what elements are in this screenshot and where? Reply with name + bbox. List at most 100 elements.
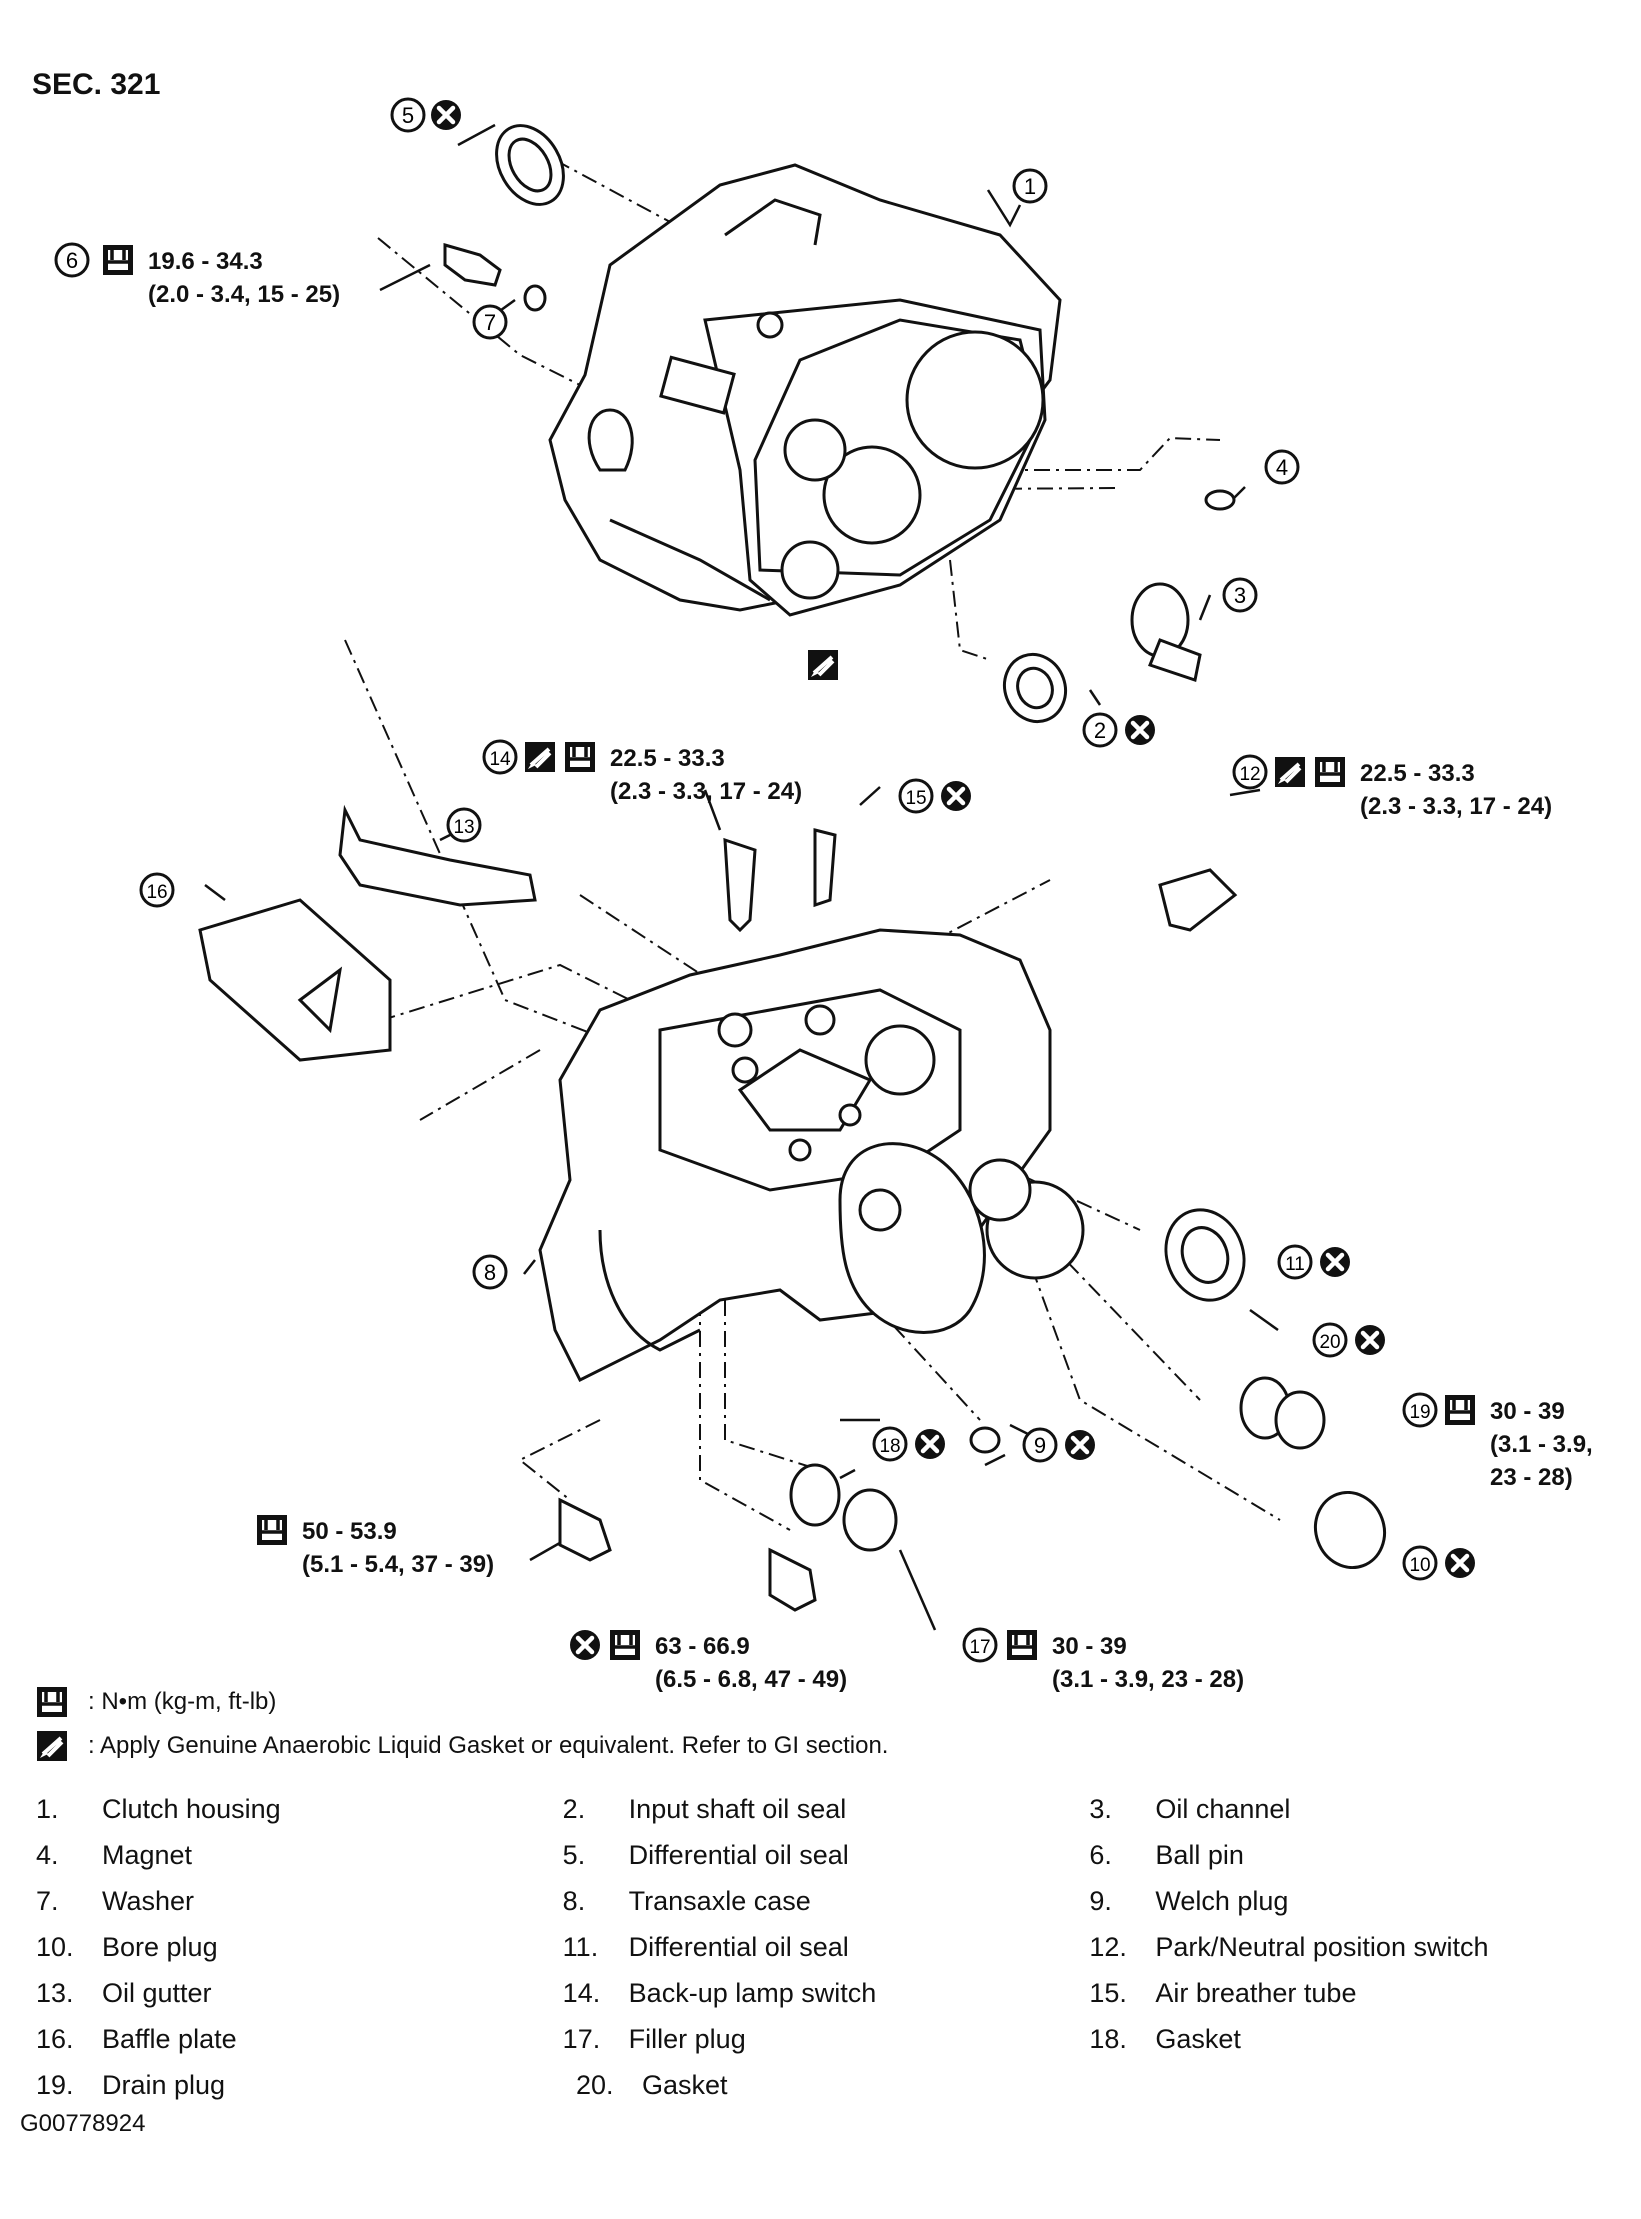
parts-list: 1.Clutch housing 2.Input shaft oil seal … [36, 1786, 1616, 2108]
torque-wrench-icon [1005, 1628, 1039, 1662]
callout-13: 13 [453, 817, 474, 838]
do-not-reuse-icon [1355, 1325, 1385, 1355]
do-not-reuse-icon [1320, 1247, 1350, 1277]
part-9-welch-plug [969, 1426, 1001, 1454]
list-item: 13.Oil gutter [36, 1977, 212, 2008]
torque-bolt-mid-nm: 63 - 66.9 [655, 1633, 750, 1660]
callout-19: 19 [1409, 1402, 1430, 1423]
callout-10: 10 [1409, 1555, 1430, 1576]
bolt-left [558, 1497, 612, 1562]
torque-specs: 19.6 - 34.3 (2.0 - 3.4, 15 - 25) 22.5 - … [148, 248, 1593, 1693]
do-not-reuse-icon [431, 100, 461, 130]
list-item: 3.Oil channel [1089, 1793, 1291, 1824]
part-6-ball-pin [443, 243, 502, 287]
torque-bolt-left-alt: (5.1 - 5.4, 37 - 39) [302, 1551, 494, 1578]
callout-16: 16 [146, 882, 167, 903]
transaxle-case-drawing [538, 928, 1085, 1383]
list-item: 16.Baffle plate [36, 2023, 237, 2054]
callout-17: 17 [969, 1637, 990, 1658]
do-not-reuse-icon [1065, 1430, 1095, 1460]
list-item: 7.Washer [36, 1885, 195, 1916]
do-not-reuse-icon [915, 1429, 945, 1459]
part-12-pnp-switch [1158, 868, 1238, 932]
callout-6: 6 [66, 248, 78, 273]
bolt-mid [768, 1547, 817, 1612]
list-item: 9.Welch plug [1089, 1885, 1289, 1916]
torque-wrench-icon [563, 740, 597, 774]
callout-4: 4 [1276, 455, 1288, 480]
list-item: 14.Back-up lamp switch [562, 1977, 877, 2008]
torque-bolt-mid-alt: (6.5 - 6.8, 47 - 49) [655, 1666, 847, 1693]
list-item: 6.Ball pin [1089, 1839, 1244, 1870]
list-item: 4.Magnet [36, 1839, 193, 1870]
callout-9: 9 [1034, 1433, 1046, 1458]
list-item: 10.Bore plug [36, 1931, 218, 1962]
do-not-reuse-icon [570, 1630, 600, 1660]
liquid-gasket-icon [1273, 755, 1307, 789]
do-not-reuse-icon [1125, 715, 1155, 745]
list-item: 20.Gasket [576, 2069, 728, 2100]
part-7-washer [523, 284, 547, 312]
parts-row: 7.Washer 8.Transaxle case 9.Welch plug [36, 1878, 1616, 1924]
torque-17-alt: (3.1 - 3.9, 23 - 28) [1052, 1666, 1244, 1693]
torque-19-nm: 30 - 39 [1490, 1398, 1565, 1425]
legend-sealant-icon [35, 1729, 69, 1763]
list-item: 1.Clutch housing [36, 1793, 281, 1824]
liquid-gasket-icon [806, 648, 840, 682]
part-11-oil-seal [1164, 1208, 1246, 1302]
torque-bolt-left-nm: 50 - 53.9 [302, 1518, 397, 1545]
callouts: 1 2 3 4 5 6 7 8 9 10 11 12 13 14 15 16 1… [54, 97, 1438, 1663]
torque-14-nm: 22.5 - 33.3 [610, 745, 725, 772]
legend-sealant-text: : Apply Genuine Anaerobic Liquid Gasket … [88, 1732, 889, 1759]
list-item: 17.Filler plug [562, 2023, 746, 2054]
torque-wrench-icon [608, 1628, 642, 1662]
part-15-breather-tube [813, 828, 837, 908]
part-2-input-seal [1003, 652, 1067, 724]
torque-12-alt: (2.3 - 3.3, 17 - 24) [1360, 793, 1552, 820]
parts-row: 19.Drain plug 20.Gasket [36, 2062, 1616, 2108]
callout-20: 20 [1319, 1332, 1340, 1353]
part-10-bore-plug [1314, 1490, 1386, 1570]
list-item: 2.Input shaft oil seal [562, 1793, 847, 1824]
legend-torque-icon [35, 1685, 69, 1719]
parts-row: 13.Oil gutter 14.Back-up lamp switch 15.… [36, 1970, 1616, 2016]
part-17-filler-plug [842, 1488, 898, 1552]
torque-19-alt-1: (3.1 - 3.9, [1490, 1431, 1593, 1458]
document-id: G00778924 [20, 2110, 146, 2137]
do-not-reuse-icon [1445, 1548, 1475, 1578]
callout-1: 1 [1024, 174, 1036, 199]
torque-12-nm: 22.5 - 33.3 [1360, 760, 1475, 787]
torque-6-nm: 19.6 - 34.3 [148, 248, 263, 275]
list-item: 8.Transaxle case [562, 1885, 811, 1916]
part-16-baffle-plate [198, 898, 392, 1062]
legend-sealant: : Apply Genuine Anaerobic Liquid Gasket … [88, 1732, 888, 1760]
clutch-housing-drawing [548, 163, 1062, 617]
liquid-gasket-icon [523, 740, 557, 774]
legend-torque: : N•m (kg-m, ft-lb) [88, 1688, 276, 1716]
parts-row: 16.Baffle plate 17.Filler plug 18.Gasket [36, 2016, 1616, 2062]
list-item: 11.Differential oil seal [562, 1931, 849, 1962]
list-item: 5.Differential oil seal [562, 1839, 849, 1870]
callout-3: 3 [1234, 583, 1246, 608]
callout-14: 14 [489, 749, 511, 770]
part-19-drain-plug [1274, 1390, 1326, 1450]
part-5-oil-seal [495, 124, 565, 206]
callout-8: 8 [484, 1260, 496, 1285]
part-13-oil-gutter [338, 804, 537, 907]
callout-12: 12 [1239, 764, 1260, 785]
torque-wrench-icon [1313, 755, 1347, 789]
parts-row: 10.Bore plug 11.Differential oil seal 12… [36, 1924, 1616, 1970]
list-item: 15.Air breather tube [1089, 1977, 1357, 2008]
part-4-magnet [1204, 489, 1236, 511]
list-item: 19.Drain plug [36, 2069, 226, 2100]
do-not-reuse-icon [941, 781, 971, 811]
torque-wrench-icon [1443, 1393, 1477, 1427]
list-item: 12.Park/Neutral position switch [1089, 1931, 1489, 1962]
torque-19-alt-2: 23 - 28) [1490, 1464, 1573, 1491]
torque-6-alt: (2.0 - 3.4, 15 - 25) [148, 281, 340, 308]
small-parts [198, 124, 1386, 1612]
part-14-backup-switch [723, 837, 757, 933]
callout-2: 2 [1094, 718, 1106, 743]
section-title: SEC. 321 [32, 68, 161, 101]
